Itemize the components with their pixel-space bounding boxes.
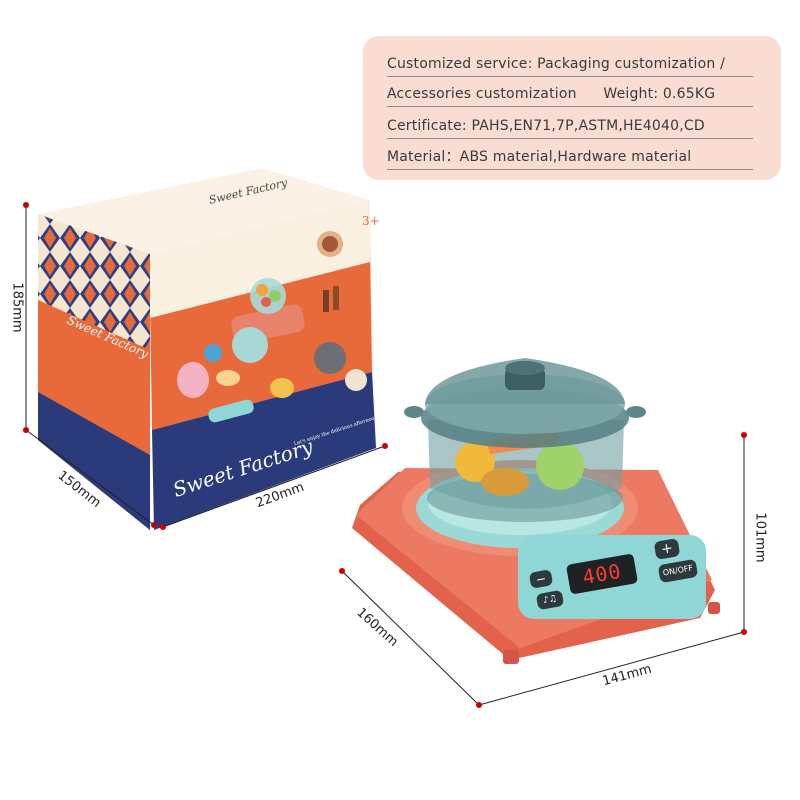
spec-accessories: Accessories customization bbox=[387, 86, 577, 102]
music-note-icon: ♪♫ bbox=[542, 593, 558, 607]
box-height-label: 185mm bbox=[9, 282, 25, 333]
box-top-face bbox=[38, 168, 370, 254]
stove-dimension-markers bbox=[339, 432, 747, 708]
box-age-label: 3+ bbox=[362, 214, 380, 228]
spec-certificate: Certificate: PAHS,EN71,7P,ASTM,HE4040,CD bbox=[387, 116, 753, 139]
spec-material: Material：ABS material,Hardware material bbox=[387, 147, 753, 170]
box-dimension-lines bbox=[25, 205, 386, 528]
spec-customized-service: Customized service: Packaging customizat… bbox=[387, 54, 753, 77]
display-value: 400 bbox=[580, 558, 624, 590]
pot bbox=[404, 358, 646, 522]
power-button-label: ON/OFF bbox=[662, 563, 694, 578]
spec-card: Customized service: Packaging customizat… bbox=[363, 36, 781, 180]
box-dimension-markers bbox=[23, 202, 388, 530]
spec-weight: Weight: 0.65KG bbox=[603, 86, 716, 102]
plus-button-label: + bbox=[659, 540, 675, 558]
packaging-box bbox=[38, 168, 376, 530]
stove-height-label: 101mm bbox=[752, 512, 768, 563]
spec-accessories-weight: Accessories customization Weight: 0.65KG bbox=[387, 84, 753, 107]
minus-button-label: − bbox=[534, 571, 548, 587]
stove-dimension-lines bbox=[341, 435, 745, 706]
